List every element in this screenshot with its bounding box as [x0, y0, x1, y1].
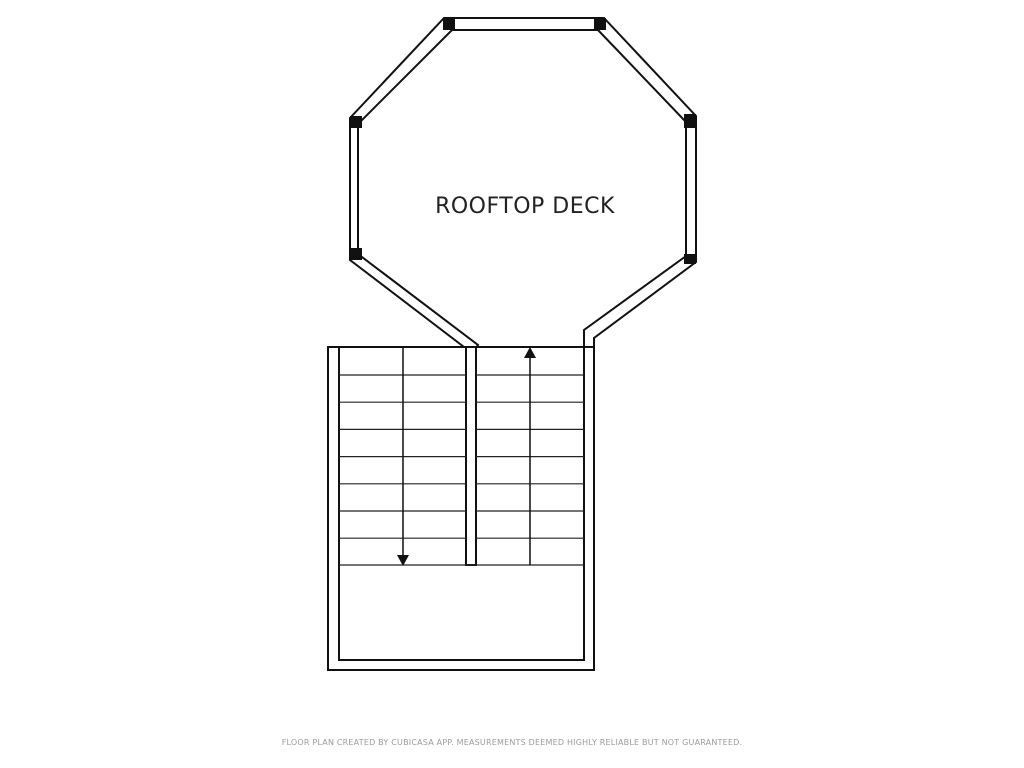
post-top-right: [594, 18, 606, 30]
stair-up-arrow-head: [524, 347, 536, 358]
stair-outer-wall: [327, 346, 595, 671]
post-left-upper: [350, 116, 362, 128]
rooftop-deck-walls: [327, 17, 697, 671]
stair-down-arrow-head: [397, 555, 409, 566]
stair-treads: [339, 347, 584, 565]
stair-inner-wall: [338, 347, 585, 661]
room-label-rooftop-deck: ROOFTOP DECK: [435, 194, 615, 219]
post-right-upper: [684, 114, 696, 128]
deck-outer-wall: [327, 17, 697, 671]
deck-posts: [350, 18, 696, 264]
post-left-lower: [350, 248, 362, 260]
stair-arrows: [397, 347, 536, 566]
deck-inner-wall: [357, 29, 687, 352]
post-top-left: [443, 18, 455, 30]
stair-enclosure: [327, 346, 595, 671]
post-right-lower: [684, 254, 696, 264]
disclaimer-text: FLOOR PLAN CREATED BY CUBICASA APP. MEAS…: [282, 738, 742, 747]
stair-center-divider: [465, 346, 477, 566]
